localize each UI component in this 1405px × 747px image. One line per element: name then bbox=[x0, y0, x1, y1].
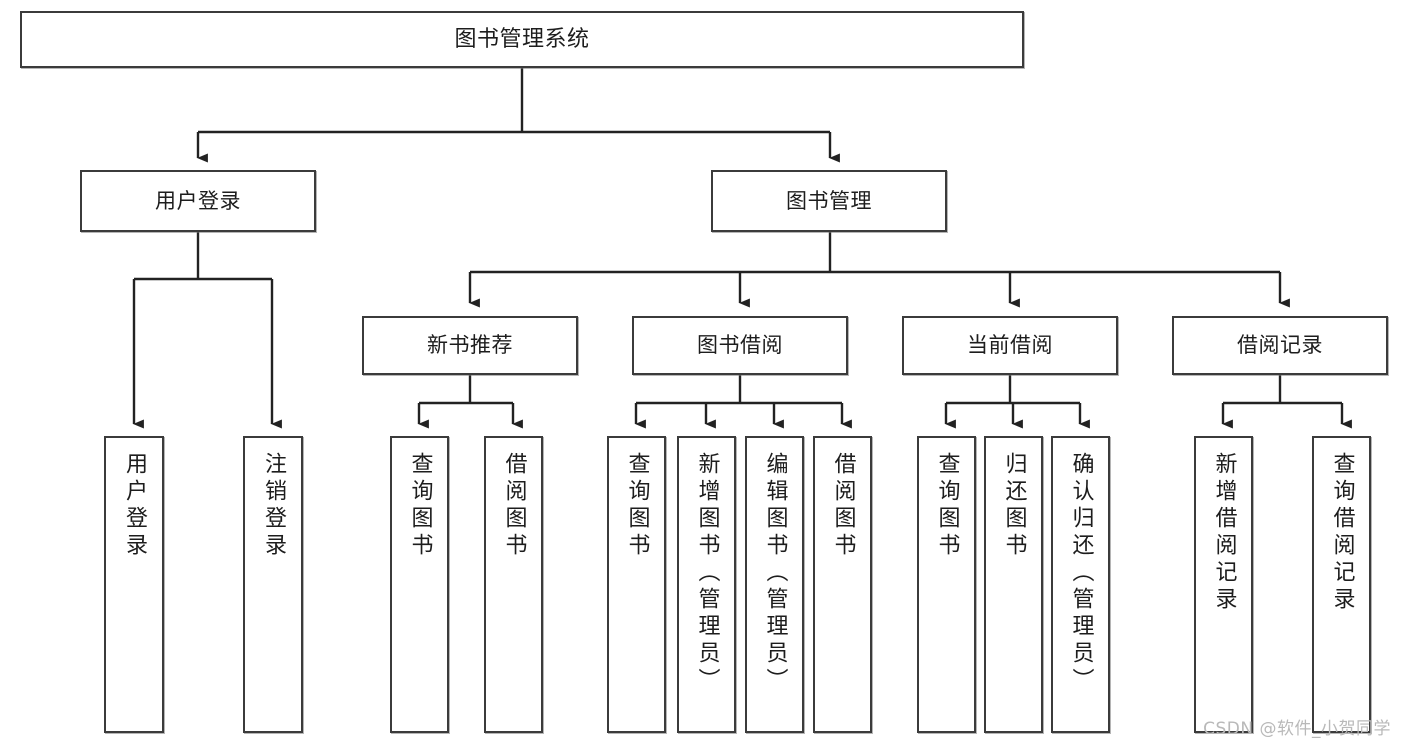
node-leaf-borrow-book-2-label: 借阅图书 bbox=[830, 452, 856, 560]
node-current-borrow-label: 当前借阅 bbox=[967, 333, 1053, 358]
node-book-borrow-label: 图书借阅 bbox=[697, 333, 783, 358]
node-user-login[interactable]: 用户登录 bbox=[80, 170, 316, 232]
node-leaf-borrow-book-2[interactable]: 借阅图书 bbox=[813, 436, 872, 733]
node-leaf-borrow-book-1-label: 借阅图书 bbox=[501, 452, 527, 560]
node-root-label: 图书管理系统 bbox=[454, 26, 590, 52]
watermark-text: CSDN @软件_小贺同学 bbox=[1203, 719, 1391, 739]
node-root[interactable]: 图书管理系统 bbox=[20, 11, 1024, 68]
node-borrow-record[interactable]: 借阅记录 bbox=[1172, 316, 1388, 375]
node-borrow-record-label: 借阅记录 bbox=[1237, 333, 1323, 358]
node-book-manage[interactable]: 图书管理 bbox=[711, 170, 947, 232]
node-leaf-user-logout-label: 注销登录 bbox=[261, 452, 286, 560]
node-current-borrow[interactable]: 当前借阅 bbox=[902, 316, 1118, 375]
node-leaf-user-login-label: 用户登录 bbox=[122, 452, 147, 560]
node-leaf-user-logout[interactable]: 注销登录 bbox=[243, 436, 303, 733]
node-book-borrow[interactable]: 图书借阅 bbox=[632, 316, 848, 375]
node-leaf-query-record-label: 查询借阅记录 bbox=[1329, 452, 1355, 614]
node-leaf-edit-book[interactable]: 编辑图书（管理员） bbox=[745, 436, 804, 733]
node-leaf-query-book-1[interactable]: 查询图书 bbox=[390, 436, 449, 733]
node-leaf-confirm-return-label: 确认归还（管理员） bbox=[1068, 452, 1094, 695]
node-leaf-query-book-2-label: 查询图书 bbox=[624, 452, 650, 560]
node-book-manage-label: 图书管理 bbox=[786, 188, 872, 213]
node-leaf-add-book[interactable]: 新增图书（管理员） bbox=[677, 436, 736, 733]
node-leaf-confirm-return[interactable]: 确认归还（管理员） bbox=[1051, 436, 1110, 733]
node-leaf-edit-book-label: 编辑图书（管理员） bbox=[762, 452, 788, 695]
node-leaf-query-book-3-label: 查询图书 bbox=[934, 452, 960, 560]
node-leaf-add-record[interactable]: 新增借阅记录 bbox=[1194, 436, 1253, 733]
node-leaf-query-book-3[interactable]: 查询图书 bbox=[917, 436, 976, 733]
node-new-book-recommend-label: 新书推荐 bbox=[427, 333, 513, 358]
node-leaf-add-book-label: 新增图书（管理员） bbox=[694, 452, 720, 695]
node-leaf-return-book[interactable]: 归还图书 bbox=[984, 436, 1043, 733]
node-user-login-label: 用户登录 bbox=[155, 188, 241, 213]
node-new-book-recommend[interactable]: 新书推荐 bbox=[362, 316, 578, 375]
node-leaf-return-book-label: 归还图书 bbox=[1001, 452, 1027, 560]
node-leaf-user-login[interactable]: 用户登录 bbox=[104, 436, 164, 733]
node-leaf-add-record-label: 新增借阅记录 bbox=[1211, 452, 1237, 614]
node-leaf-query-record[interactable]: 查询借阅记录 bbox=[1312, 436, 1371, 733]
node-leaf-borrow-book-1[interactable]: 借阅图书 bbox=[484, 436, 543, 733]
node-leaf-query-book-2[interactable]: 查询图书 bbox=[607, 436, 666, 733]
node-leaf-query-book-1-label: 查询图书 bbox=[407, 452, 433, 560]
